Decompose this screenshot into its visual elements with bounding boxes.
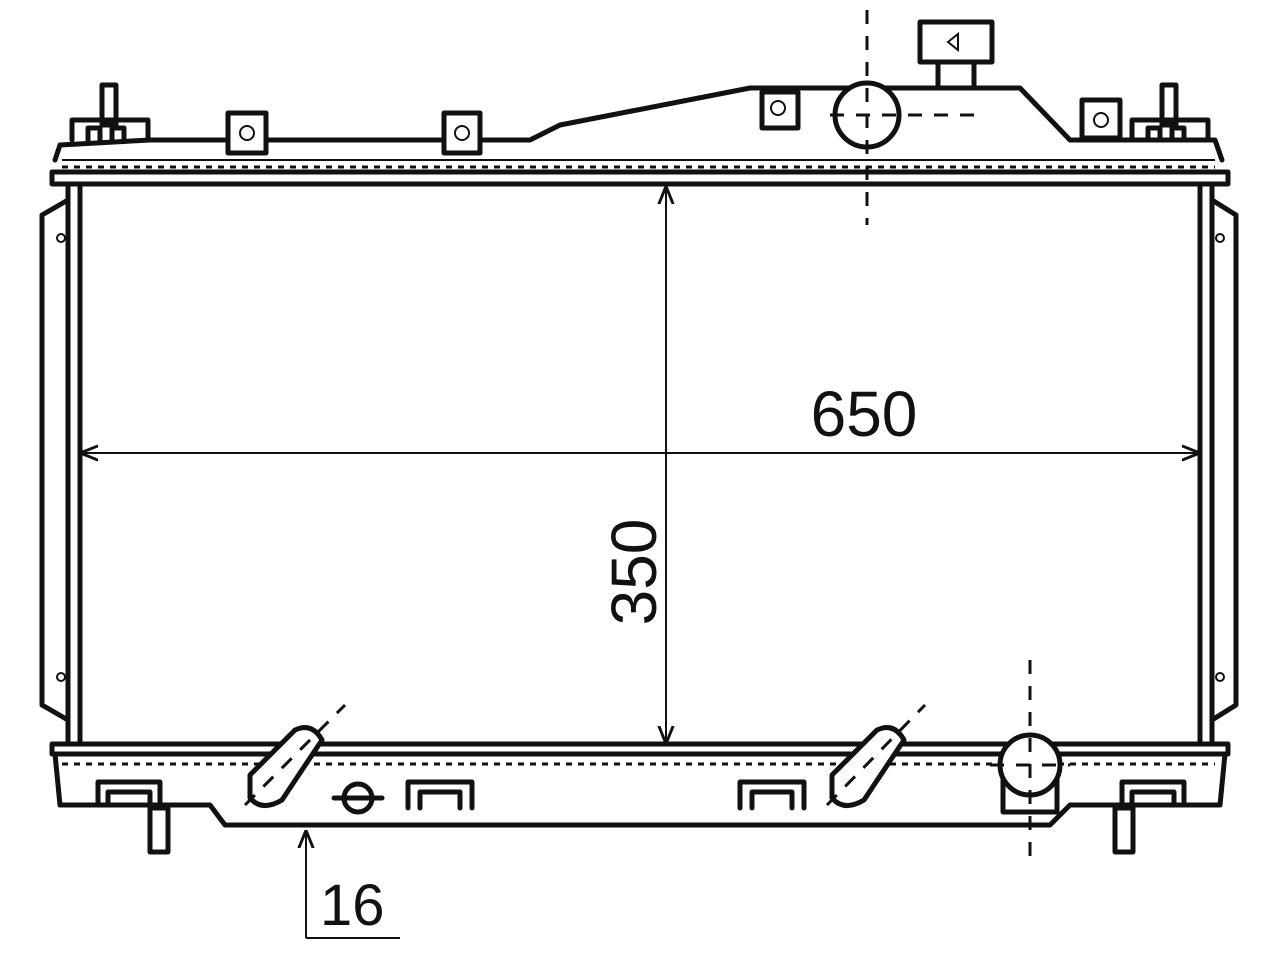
bottom-right-clip <box>1119 779 1187 808</box>
top-left-mount-post <box>99 82 119 128</box>
top-mount-tab-4-hole <box>1093 112 1109 128</box>
top-mount-tab-3-hole <box>770 100 786 116</box>
top-right-clip <box>1129 117 1211 143</box>
filler-cap <box>917 19 995 65</box>
top-mount-tab-1 <box>225 110 269 156</box>
bottom-left-foot <box>147 805 171 855</box>
top-mount-tab-3 <box>759 89 801 131</box>
top-mount-tab-4 <box>1079 97 1123 141</box>
width-dimension-label: 650 <box>811 378 918 450</box>
bottom-clip-3 <box>737 779 807 811</box>
right-side-pin-bottom <box>1215 672 1225 682</box>
lower-outlet-collar <box>1000 777 1060 815</box>
filler-cap-arrow-icon <box>946 31 959 53</box>
bottom-left-clip <box>95 779 163 808</box>
top-right-mount-post <box>1159 82 1179 128</box>
core-frame-outer <box>65 181 1215 747</box>
height-dimension-label: 350 <box>598 519 670 626</box>
right-side-bracket <box>1209 197 1239 723</box>
top-mount-tab-2 <box>441 110 483 156</box>
top-mount-tab-1-hole <box>239 125 255 141</box>
left-side-pin-top <box>56 233 66 243</box>
top-left-clip <box>69 117 151 143</box>
bottom-right-foot <box>1112 805 1136 855</box>
bottom-header-plate <box>49 741 1231 757</box>
right-side-pin-top <box>1215 233 1225 243</box>
cooler-fitting-left <box>243 703 347 808</box>
top-mount-tab-2-hole <box>454 125 470 141</box>
bottom-clip-2 <box>405 779 475 811</box>
connection-callout-label: 16 <box>320 873 385 938</box>
cooler-fitting-right <box>825 703 927 808</box>
left-side-bracket <box>39 197 71 723</box>
top-tank <box>52 85 1225 163</box>
left-side-pin-bottom <box>56 672 66 682</box>
bottom-tank <box>52 751 1228 828</box>
